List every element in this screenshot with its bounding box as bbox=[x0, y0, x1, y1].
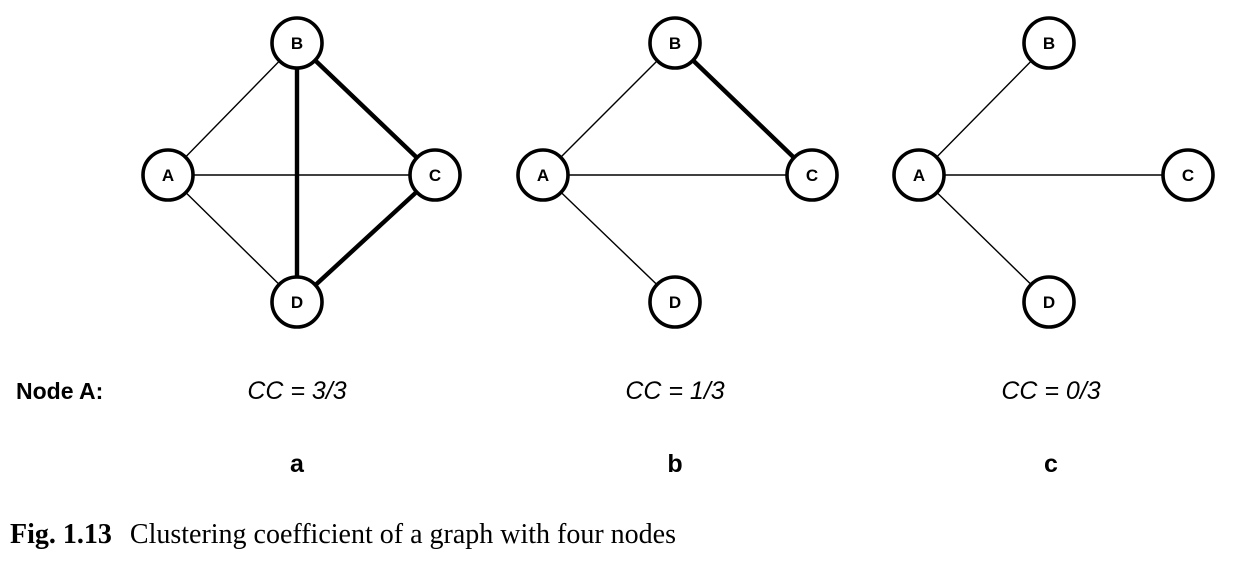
figure-caption: Fig. 1.13 Clustering coefficient of a gra… bbox=[10, 519, 676, 551]
node-c-c bbox=[1161, 148, 1215, 202]
node-c-b bbox=[785, 148, 839, 202]
node-label-b-a: B bbox=[291, 34, 303, 53]
figure-number: Fig. 1.13 bbox=[10, 519, 112, 550]
edge-a-b-b bbox=[542, 42, 676, 176]
edge-a-b-c bbox=[918, 42, 1050, 176]
panel-b: A B C D CC = 1/3 b bbox=[516, 16, 839, 478]
row-label: Node A: bbox=[16, 378, 103, 404]
node-label-d-c: D bbox=[1043, 293, 1055, 312]
node-d-a bbox=[270, 275, 324, 329]
node-d-b bbox=[648, 275, 702, 329]
node-label-b-c: B bbox=[1043, 34, 1055, 53]
caption-text: Clustering coefficient of a graph with f… bbox=[129, 519, 676, 550]
node-a-b bbox=[516, 148, 570, 202]
edge-a-d-c bbox=[918, 174, 1050, 303]
node-label-d-b: D bbox=[669, 293, 681, 312]
panel-a: A B C D CC = 3/3 a bbox=[141, 16, 462, 478]
edge-a-b-a bbox=[167, 42, 298, 176]
panel-c: A B C D CC = 0/3 c bbox=[892, 16, 1215, 478]
node-label-a-c: A bbox=[913, 166, 925, 185]
panel-letter-b: b bbox=[667, 450, 682, 478]
node-label-c-c: C bbox=[1182, 166, 1194, 185]
node-b-b bbox=[648, 16, 702, 70]
node-a-c bbox=[892, 148, 946, 202]
node-label-b-b: B bbox=[669, 34, 681, 53]
node-c-a bbox=[408, 148, 462, 202]
node-label-a-b: A bbox=[537, 166, 549, 185]
node-label-a-a: A bbox=[162, 166, 174, 185]
edge-b-c-a bbox=[295, 41, 437, 177]
edge-c-d-a bbox=[295, 173, 437, 304]
node-d-c bbox=[1022, 275, 1076, 329]
edge-a-d-b bbox=[542, 174, 676, 303]
edge-a-d-a bbox=[167, 174, 298, 303]
node-label-d-a: D bbox=[291, 293, 303, 312]
cc-value-a: CC = 3/3 bbox=[247, 377, 346, 405]
node-a-a bbox=[141, 148, 195, 202]
panel-letter-c: c bbox=[1044, 450, 1058, 478]
node-b-a bbox=[270, 16, 324, 70]
edge-b-c-b bbox=[673, 41, 814, 177]
panel-letter-a: a bbox=[290, 450, 305, 478]
cc-value-b: CC = 1/3 bbox=[625, 377, 724, 405]
node-label-c-b: C bbox=[806, 166, 818, 185]
node-label-c-a: C bbox=[429, 166, 441, 185]
node-b-c bbox=[1022, 16, 1076, 70]
cc-value-c: CC = 0/3 bbox=[1001, 377, 1100, 405]
